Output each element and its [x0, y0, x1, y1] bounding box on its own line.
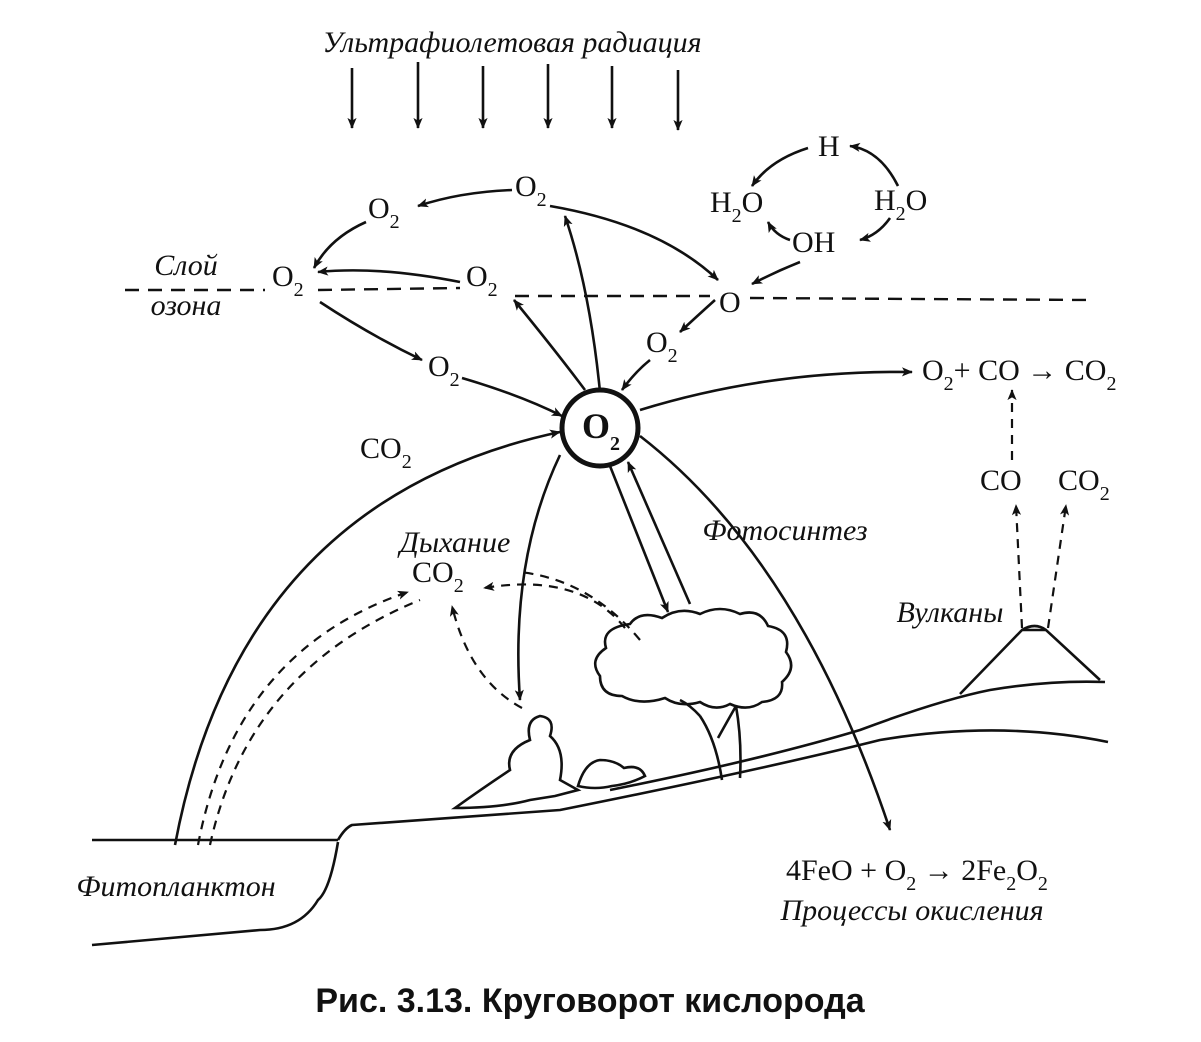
co2-volcano-label: CO2: [1058, 464, 1110, 505]
phytoplankton-label: Фитопланктон: [76, 870, 275, 903]
volcano-gas-arrows: [1007, 389, 1070, 629]
co-oxidation-reaction: O2+ CO → CO2: [922, 354, 1116, 395]
o2-top-label: O2: [515, 170, 547, 211]
iron-oxidation-reaction: 4FeO + O2 → 2Fe2O2: [786, 854, 1048, 895]
hydrogen-cycle-arrows: [750, 142, 900, 286]
o2-lower-label: O2: [428, 350, 460, 391]
h2o-left-label: H2O: [710, 186, 763, 227]
h-atom-label: H: [818, 130, 840, 163]
co2-dashed-arcs: [196, 570, 641, 846]
uv-radiation-title: Ультрафиолетовая радиация: [322, 26, 701, 59]
respiration-label: Дыхание: [397, 526, 511, 559]
person-and-animal-illustration: [450, 714, 647, 810]
co-volcano-label: CO: [980, 464, 1022, 497]
oh-label: OH: [792, 226, 835, 259]
upper-oxygen-arrows: [312, 188, 719, 418]
co2-atmosphere-label: CO2: [360, 432, 412, 473]
tree-illustration: [593, 607, 793, 781]
h2o-right-label: H2O: [874, 184, 927, 225]
o2-ozone-label: O2: [272, 260, 304, 301]
o2-middle-label: O2: [466, 260, 498, 301]
oxidation-processes-label: Процессы окисления: [779, 894, 1043, 927]
main-cycle-arcs: [173, 429, 892, 846]
o2-to-co-reaction-arrow: [639, 367, 913, 412]
central-o2-node: O2: [559, 387, 641, 469]
photosynthesis-label: Фотосинтез: [702, 514, 867, 547]
volcanoes-label: Вулканы: [897, 596, 1004, 629]
o2-left-label: O2: [368, 192, 400, 233]
ozone-layer-label-1: Слой: [154, 249, 217, 282]
ozone-layer-label-2: озона: [151, 289, 222, 322]
o-atom-label: O: [719, 286, 741, 319]
uv-arrows: [347, 62, 683, 131]
co2-respiration-label: CO2: [412, 556, 464, 597]
o2-right-label: O2: [646, 326, 678, 367]
figure-caption: Рис. 3.13. Круговорот кислорода: [315, 982, 865, 1020]
ozone-layer-line: [125, 286, 1091, 302]
o2-center-label: O2: [582, 406, 620, 455]
